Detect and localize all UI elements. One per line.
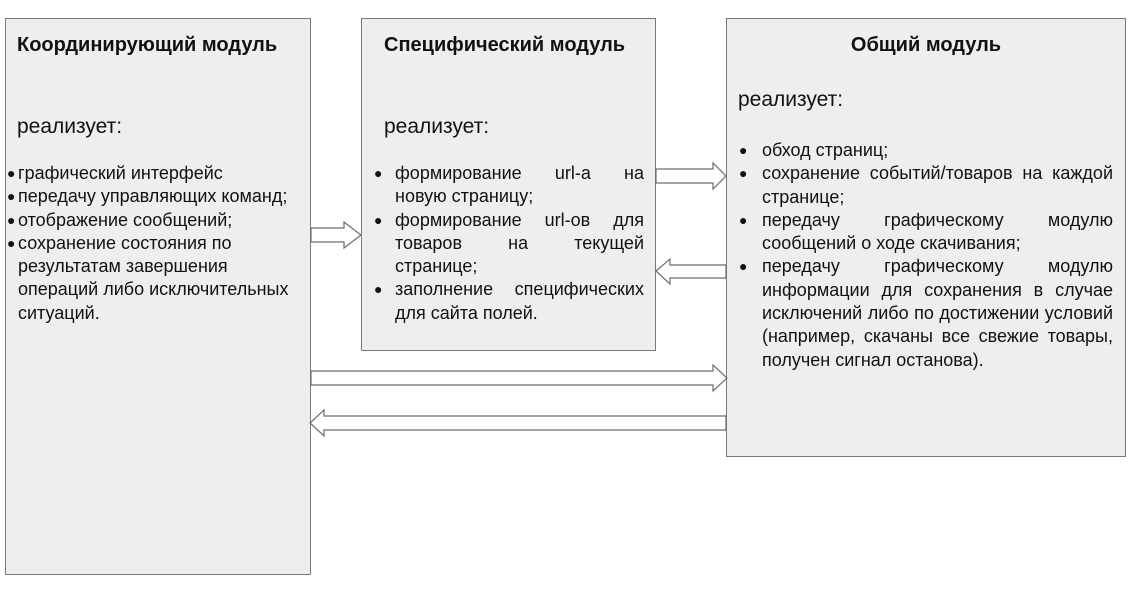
list-item-text: заполнение специфических для сайта полей… bbox=[395, 279, 644, 323]
general-module-list: ● обход страниц; ● сохранение событий/това… bbox=[739, 139, 1113, 372]
list-item: ●отображение сообщений; bbox=[7, 209, 307, 232]
list-item: ● формирование url-а на новую страницу; bbox=[374, 162, 644, 209]
coordinating-module-list: ●графический интерфейс ●передачу управля… bbox=[7, 162, 307, 325]
list-item: ● передачу графическому модулю сообщений … bbox=[739, 209, 1113, 256]
bullet-icon: ● bbox=[739, 165, 748, 182]
list-item-text: передачу управляющих команд; bbox=[18, 186, 288, 207]
list-item: ●передачу управляющих команд; bbox=[7, 185, 307, 208]
list-item-text: формирование url-а на новую страницу; bbox=[395, 163, 644, 207]
arrow-general-to-coordinating bbox=[309, 408, 727, 438]
arrow-coordinating-to-general bbox=[310, 363, 728, 393]
general-module-implements-label: реализует: bbox=[738, 88, 844, 111]
list-item-text: передачу графическому модулю сообщений о… bbox=[762, 209, 1113, 254]
bullet-icon: ● bbox=[739, 211, 748, 228]
list-item: ● обход страниц; bbox=[739, 139, 1113, 162]
bullet-icon: ● bbox=[374, 211, 383, 228]
bullet-icon: ● bbox=[739, 142, 748, 158]
list-item: ● сохранение событий/товаров на каждой ст… bbox=[739, 162, 1113, 209]
coordinating-module-title: Координирующий модуль bbox=[17, 34, 278, 56]
list-item: ● формирование url-ов для товаров на теку… bbox=[374, 209, 644, 279]
list-item-text: формирование url-ов для товаров на текущ… bbox=[395, 209, 644, 277]
list-item-text: отображение сообщений; bbox=[18, 209, 233, 230]
bullet-icon: ● bbox=[739, 258, 748, 275]
bullet-icon: ● bbox=[7, 188, 16, 205]
bullet-icon: ● bbox=[374, 165, 383, 181]
bullet-icon: ● bbox=[7, 234, 16, 251]
list-item: ●сохранение состояния по результатам зав… bbox=[7, 232, 307, 325]
bullet-icon: ● bbox=[374, 281, 383, 298]
list-item: ●графический интерфейс bbox=[7, 162, 307, 185]
list-item-text: сохранение состояния по результатам заве… bbox=[18, 232, 289, 323]
list-item-text: сохранение событий/товаров на каждой стр… bbox=[762, 163, 1113, 207]
list-item-text: обход страниц; bbox=[762, 140, 889, 160]
specific-module-title: Специфический модуль bbox=[384, 34, 626, 56]
list-item: ● заполнение специфических для сайта поле… bbox=[374, 278, 644, 325]
specific-module-list: ● формирование url-а на новую страницу; ●… bbox=[374, 162, 644, 325]
general-module-box: Общий модуль реализует: ● обход страниц; … bbox=[726, 18, 1126, 457]
specific-module-box: Специфический модуль реализует: ● формиро… bbox=[361, 18, 656, 351]
list-item: ● передачу графическому модулю информации… bbox=[739, 255, 1113, 371]
bullet-icon: ● bbox=[7, 165, 16, 181]
coordinating-module-implements-label: реализует: bbox=[17, 115, 123, 138]
list-item-text: графический интерфейс bbox=[18, 163, 223, 183]
arrow-coordinating-to-specific bbox=[310, 220, 362, 250]
specific-module-implements-label: реализует: bbox=[384, 115, 490, 138]
general-module-title: Общий модуль bbox=[850, 34, 1002, 56]
coordinating-module-box: Координирующий модуль реализует: ●графич… bbox=[5, 18, 311, 575]
arrow-specific-to-general bbox=[655, 161, 727, 191]
arrow-general-to-specific bbox=[655, 257, 727, 286]
list-item-text: передачу графическому модулю информации … bbox=[762, 256, 1113, 370]
bullet-icon: ● bbox=[7, 211, 16, 228]
